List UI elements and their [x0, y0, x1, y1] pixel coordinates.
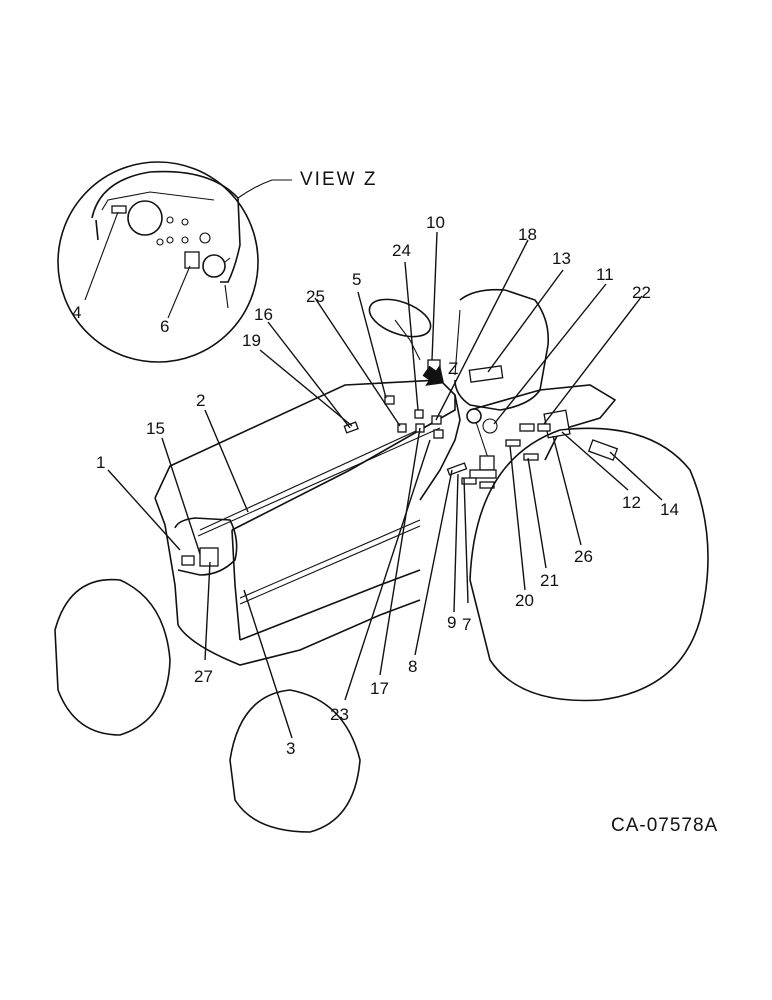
view-z-arrow: Z [422, 359, 458, 386]
callout-13: 13 [552, 249, 571, 268]
callout-6: 6 [160, 317, 169, 336]
tractor-body [154, 288, 619, 666]
callout-17: 17 [370, 679, 389, 698]
callout-22: 22 [632, 283, 651, 302]
callout-26: 26 [574, 547, 593, 566]
callout-14: 14 [660, 500, 679, 519]
drawing-code: CA-07578A [611, 815, 718, 836]
view-z-arrow-label: Z [448, 359, 458, 378]
callout-10: 10 [426, 213, 445, 232]
callout-27: 27 [194, 667, 213, 686]
callout-7: 7 [462, 615, 471, 634]
callout-1: 1 [96, 453, 105, 472]
callout-16: 16 [254, 305, 273, 324]
callout-5: 5 [352, 270, 361, 289]
front-wheel-left [54, 578, 171, 736]
front-wheel-right [229, 689, 361, 833]
callout-numbers: 1 2 3 4 5 6 7 8 9 10 11 12 13 14 15 16 1… [72, 213, 679, 758]
callout-24: 24 [392, 241, 411, 260]
callout-9: 9 [447, 613, 456, 632]
callout-2: 2 [196, 391, 205, 410]
callout-8: 8 [408, 657, 417, 676]
leader-lines [107, 231, 663, 739]
view-z-callout: VIEW Z [237, 169, 377, 199]
callout-25: 25 [306, 287, 325, 306]
callout-21: 21 [540, 571, 559, 590]
view-z-label: VIEW Z [300, 169, 377, 190]
callout-20: 20 [515, 591, 534, 610]
callout-12: 12 [622, 493, 641, 512]
callout-11: 11 [596, 265, 614, 284]
callout-15: 15 [146, 419, 165, 438]
callout-4: 4 [72, 303, 81, 322]
callout-23: 23 [330, 705, 349, 724]
callout-3: 3 [286, 739, 295, 758]
callout-18: 18 [518, 225, 537, 244]
rear-wheel [469, 427, 709, 702]
view-z-inset [57, 161, 259, 363]
callout-19: 19 [242, 331, 261, 350]
